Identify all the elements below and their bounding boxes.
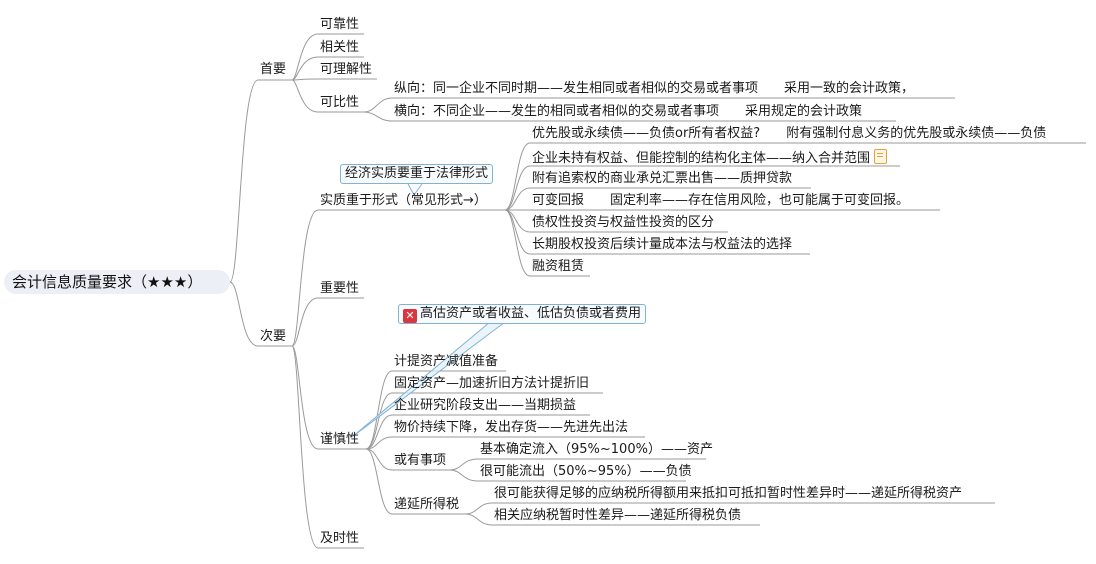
callout-pointer-substance xyxy=(407,183,423,196)
node-relevance[interactable]: 相关性 xyxy=(320,40,360,55)
node-timeliness[interactable]: 及时性 xyxy=(320,531,360,546)
node-prudence-item[interactable]: 固定资产—加速折旧方法计提折旧 xyxy=(394,376,590,391)
node-prudence[interactable]: 谨慎性 xyxy=(320,432,360,447)
node-deferred-tax[interactable]: 递延所得税 xyxy=(394,497,460,512)
callout-prudence: ✕高估资产或者收益、低估负债或者费用 xyxy=(398,304,647,324)
node-comparability-horizontal[interactable]: 横向：不同企业——发生的相同或者相似的交易或者事项 采用规定的会计政策 xyxy=(394,104,863,119)
node-substance-item[interactable]: 长期股权投资后续计量成本法与权益法的选择 xyxy=(532,237,793,252)
node-prudence-item[interactable]: 计提资产减值准备 xyxy=(394,354,499,369)
node-substance-item-text: 企业未持有权益、但能控制的结构化主体——纳入合并范围 xyxy=(532,151,871,166)
node-contingencies[interactable]: 或有事项 xyxy=(394,453,447,468)
node-materiality[interactable]: 重要性 xyxy=(320,281,360,296)
root-node[interactable]: 会计信息质量要求（★★★） xyxy=(4,270,230,294)
node-substance-item[interactable]: 优先股或永续债——负债or所有者权益? 附有强制付息义务的优先股或永续债——负债 xyxy=(532,126,1047,141)
node-substance[interactable]: 实质重于形式（常见形式→） xyxy=(320,193,487,208)
note-icon[interactable] xyxy=(874,149,888,164)
callout-prudence-text: 高估资产或者收益、低估负债或者费用 xyxy=(420,306,642,321)
node-understandability[interactable]: 可理解性 xyxy=(320,62,373,77)
node-contingencies-liability[interactable]: 很可能流出（50%~95%）——负债 xyxy=(480,464,692,479)
node-substance-item[interactable]: 融资租赁 xyxy=(532,259,585,274)
node-deferred-tax-asset[interactable]: 很可能获得足够的应纳税所得额用来抵扣可抵扣暂时性差异时——递延所得税资产 xyxy=(494,486,963,501)
node-prudence-item[interactable]: 物价持续下降，发出存货——先进先出法 xyxy=(394,420,629,435)
node-substance-item[interactable]: 可变回报 固定利率——存在信用风险，也可能属于可变回报。 xyxy=(532,193,910,208)
node-comparability[interactable]: 可比性 xyxy=(320,95,360,110)
node-substance-item[interactable]: 附有追索权的商业承兑汇票出售——质押贷款 xyxy=(532,171,793,186)
callout-substance: 经济实质要重于法律形式 xyxy=(340,164,494,184)
close-icon: ✕ xyxy=(403,309,417,323)
node-substance-item[interactable]: 债权性投资与权益性投资的区分 xyxy=(532,215,715,230)
node-substance-item[interactable]: 企业未持有权益、但能控制的结构化主体——纳入合并范围 xyxy=(532,149,888,166)
callout-pointer-prudence xyxy=(351,321,506,438)
node-deferred-tax-liability[interactable]: 相关应纳税暂时性差异——递延所得税负债 xyxy=(494,508,742,523)
node-prudence-item[interactable]: 企业研究阶段支出——当期损益 xyxy=(394,398,577,413)
node-reliability[interactable]: 可靠性 xyxy=(320,17,360,32)
node-primary[interactable]: 首要 xyxy=(260,62,287,77)
node-secondary[interactable]: 次要 xyxy=(260,329,287,344)
callout-substance-text: 经济实质要重于法律形式 xyxy=(345,166,489,181)
node-contingencies-asset[interactable]: 基本确定流入（95%~100%）——资产 xyxy=(480,442,713,457)
node-comparability-vertical[interactable]: 纵向：同一企业不同时期——发生相同或者相似的交易或者事项 采用一致的会计政策， xyxy=(394,81,915,96)
